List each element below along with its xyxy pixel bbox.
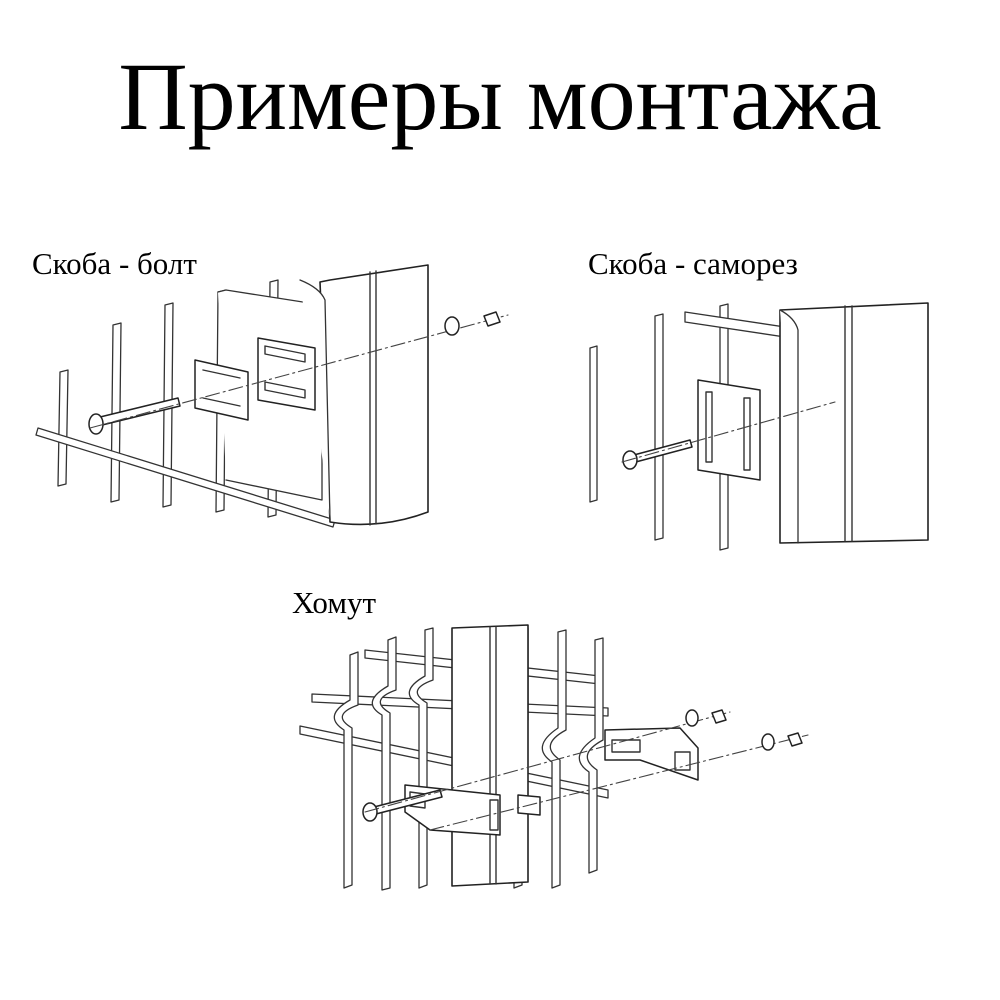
nut [787,732,803,747]
assembly-axis [429,734,809,831]
fence-post [779,302,929,544]
washer [761,733,775,751]
figure-label-bracket-bolt: Скоба - болт [32,246,197,281]
mesh-wire [654,313,664,541]
washer [685,709,699,727]
diagram-clamp [299,624,809,891]
mesh-wire [578,637,604,874]
washer [444,316,460,336]
mesh-wire [371,636,397,891]
figure-label-clamp: Хомут [292,585,377,620]
clamp-rear [604,727,699,781]
mesh-rail [35,427,336,528]
nut [483,311,501,327]
mesh-wire [541,629,567,889]
mesh-wire [589,345,598,503]
mesh-wire [57,369,69,487]
fence-post [319,264,429,526]
diagram-bracket-bolt [35,264,509,528]
figure-label-bracket-screw: Скоба - саморез [588,246,798,281]
assembly-axis [364,711,731,813]
nut [711,709,727,724]
assembly-axis [621,401,836,463]
mesh-wire [408,627,434,889]
mesh-wire [333,651,359,889]
bracket-rear [257,337,316,411]
page-title: Примеры монтажа [118,43,882,150]
assembly-axis [89,314,509,429]
diagram-bracket-screw [589,302,929,551]
